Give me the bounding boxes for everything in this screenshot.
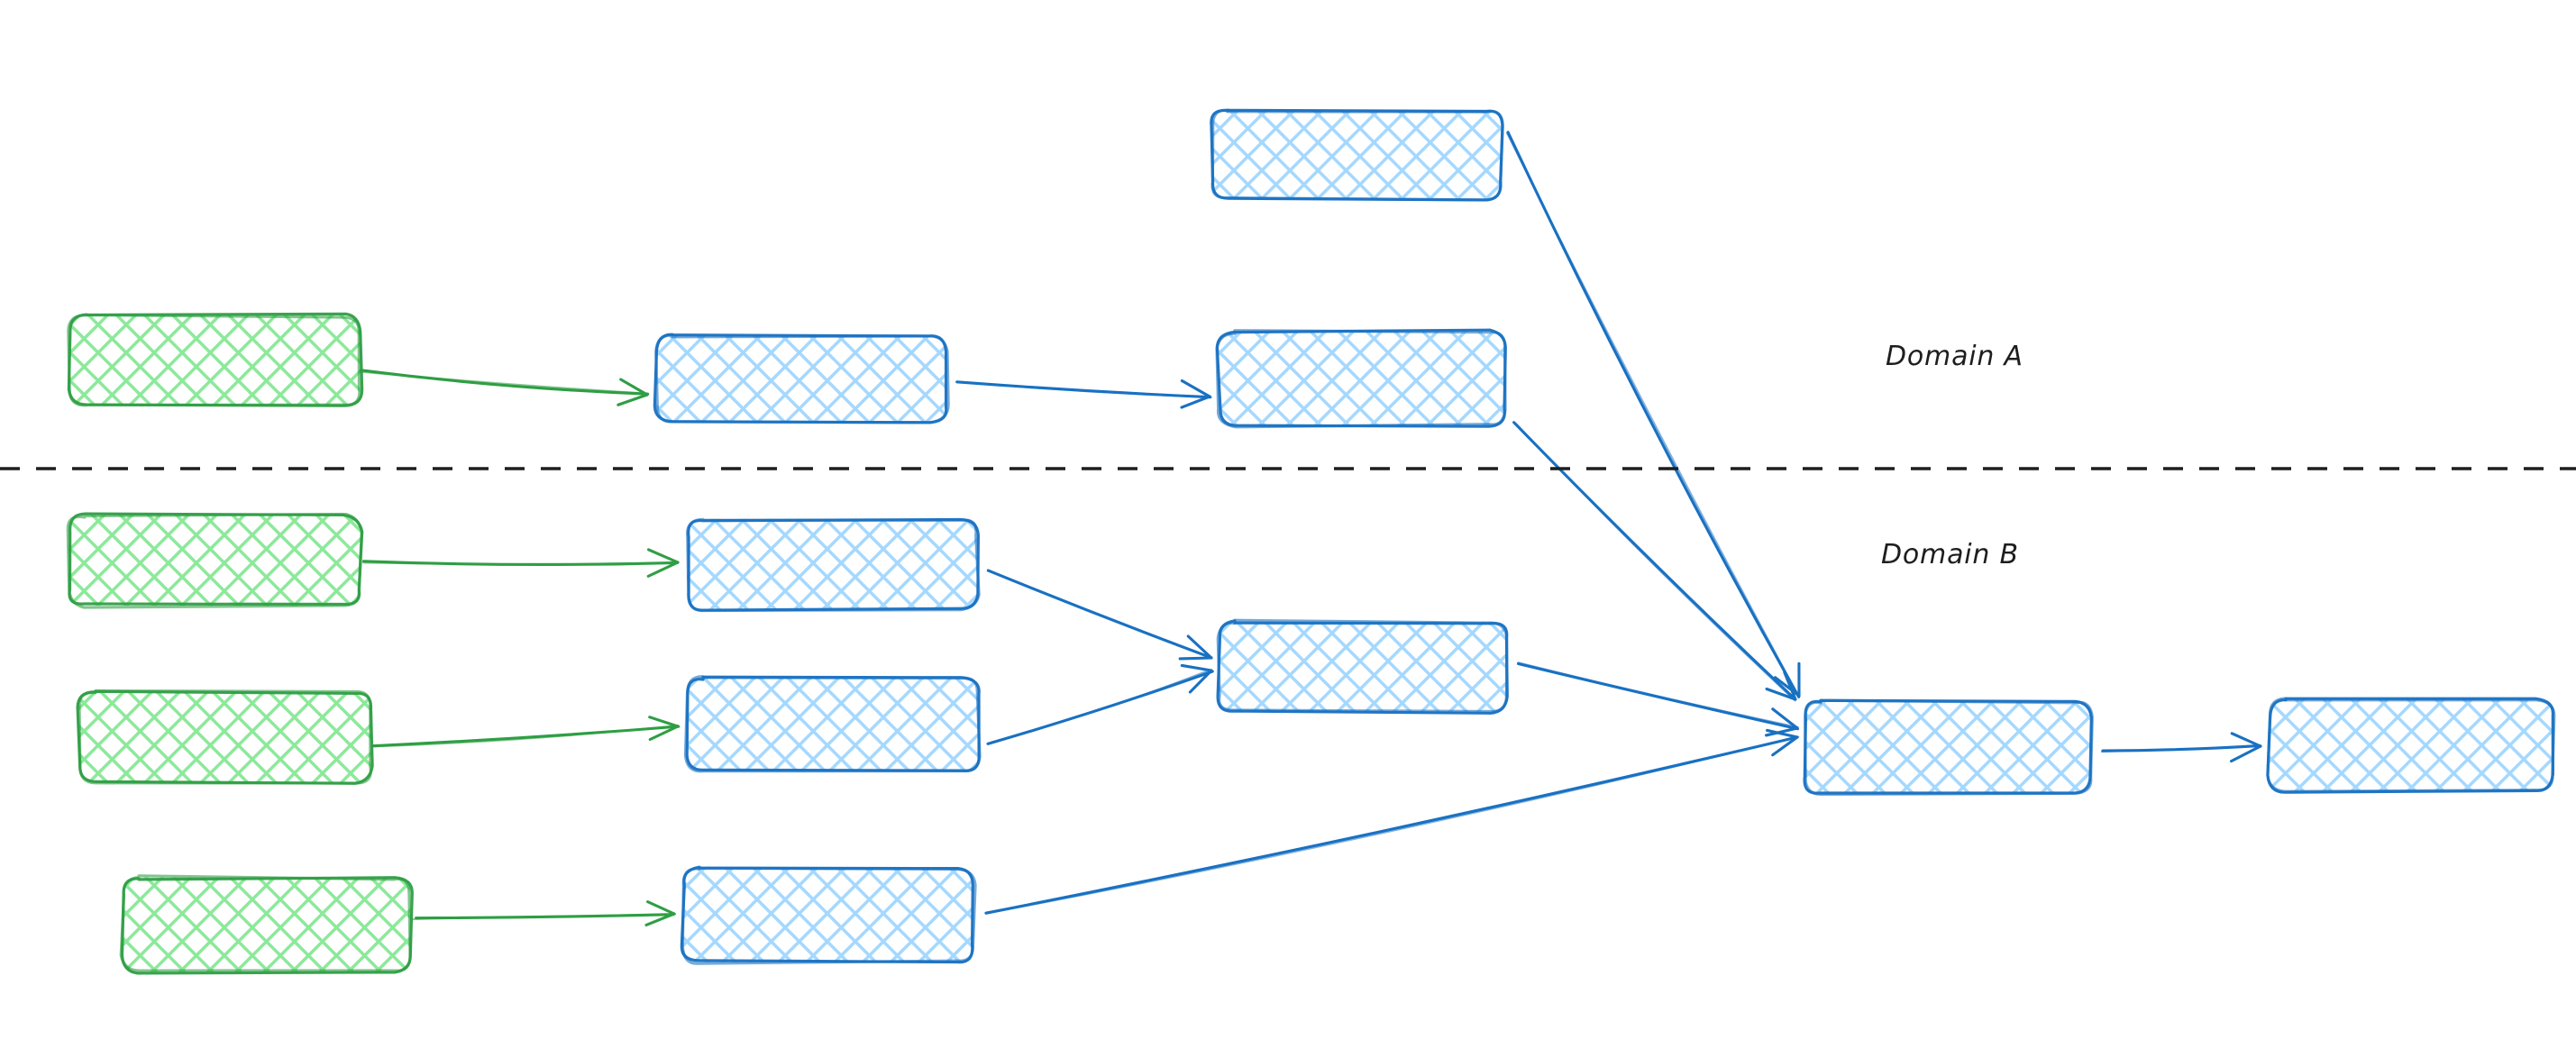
- node-b-blue-final[interactable]: [2266, 697, 2556, 794]
- node-a-top-blue[interactable]: [1210, 108, 1504, 202]
- node-fill: [68, 515, 361, 607]
- edge-arrowhead: [646, 548, 680, 564]
- node-fill: [682, 869, 974, 962]
- edge-line: [955, 380, 1210, 398]
- edge-arrowhead: [1188, 669, 1213, 694]
- edge-arrowhead: [1783, 670, 1797, 701]
- node-outline: [1215, 329, 1507, 429]
- edge-arrowhead: [1186, 634, 1213, 660]
- edge-arrowhead: [1180, 395, 1211, 409]
- edge-b-green-1-to-b-blue-1[interactable]: [361, 548, 680, 578]
- edge-line: [984, 735, 1798, 915]
- edge-line: [359, 370, 648, 395]
- node-outline: [1210, 108, 1504, 202]
- node-fill: [123, 877, 412, 972]
- edges-layer: [359, 131, 2262, 926]
- node-a-blue-1[interactable]: [653, 333, 950, 424]
- node-outline: [2266, 697, 2556, 793]
- edge-arrowhead: [646, 900, 676, 916]
- node-outline: [78, 689, 372, 785]
- node-fill: [78, 691, 372, 783]
- node-outline: [1804, 698, 2094, 797]
- node-b-blue-big[interactable]: [1803, 698, 2094, 797]
- node-fill: [1218, 332, 1506, 425]
- node-b-blue-1[interactable]: [685, 517, 981, 613]
- node-a-blue-2[interactable]: [1215, 328, 1507, 429]
- edge-line: [373, 724, 680, 748]
- edge-a-blue-1-to-a-blue-2[interactable]: [955, 379, 1212, 409]
- node-outline: [119, 874, 412, 972]
- edge-b-green-3-to-b-blue-3[interactable]: [412, 900, 677, 926]
- node-fill: [70, 315, 361, 406]
- edge-line: [1505, 132, 1800, 697]
- edge-a-green-1-to-a-blue-1[interactable]: [359, 369, 650, 406]
- node-outline: [654, 333, 950, 424]
- edge-arrowhead: [1180, 379, 1211, 398]
- edge-b-blue-1-to-b-blue-merge[interactable]: [986, 569, 1213, 661]
- node-fill: [686, 677, 980, 771]
- node-outline: [66, 512, 363, 609]
- edge-line: [984, 735, 1800, 915]
- node-b-blue-merge[interactable]: [1216, 618, 1509, 715]
- edge-arrowhead: [644, 912, 676, 926]
- node-outline: [681, 866, 977, 965]
- node-fill: [1804, 700, 2092, 794]
- node-b-blue-2[interactable]: [683, 675, 982, 773]
- node-fill: [686, 518, 978, 609]
- edge-line: [990, 669, 1211, 743]
- edge-arrowhead: [648, 725, 680, 742]
- node-outline: [67, 313, 361, 407]
- node-outline: [1216, 618, 1509, 714]
- node-a-green-1[interactable]: [67, 312, 364, 407]
- edge-line: [1506, 131, 1801, 698]
- edge-line: [1514, 422, 1796, 702]
- edge-arrowhead: [1771, 707, 1799, 730]
- domain-a-label: Domain A: [1886, 341, 2023, 372]
- edge-a-blue-2-to-b-blue-big[interactable]: [1512, 421, 1797, 702]
- node-b-green-3[interactable]: [119, 874, 414, 975]
- edge-line: [988, 570, 1213, 659]
- edge-b-green-2-to-b-blue-2[interactable]: [371, 716, 681, 748]
- edge-arrowhead: [648, 716, 680, 728]
- edge-line: [1512, 421, 1796, 700]
- nodes-layer: [66, 108, 2556, 975]
- node-fill: [1210, 109, 1503, 199]
- node-b-green-1[interactable]: [66, 512, 364, 609]
- edge-arrowhead: [1773, 676, 1801, 698]
- edge-arrowhead: [2230, 732, 2262, 748]
- edge-arrowhead: [619, 378, 649, 397]
- edge-arrowhead: [1180, 663, 1213, 672]
- edge-line: [1517, 661, 1799, 728]
- edge-b-blue-big-to-b-blue-final[interactable]: [2100, 732, 2262, 763]
- node-b-blue-3[interactable]: [680, 865, 977, 965]
- edge-a-top-blue-to-b-blue-big[interactable]: [1505, 131, 1801, 698]
- node-fill: [2269, 698, 2553, 791]
- edge-line: [362, 561, 679, 565]
- edge-arrowhead: [646, 561, 680, 578]
- edge-b-blue-merge-to-b-blue-big[interactable]: [1516, 661, 1800, 737]
- edge-b-blue-3-to-b-blue-big[interactable]: [984, 728, 1800, 915]
- edge-b-blue-2-to-b-blue-merge[interactable]: [986, 663, 1214, 745]
- edge-arrowhead: [617, 393, 649, 406]
- node-outline: [685, 517, 981, 613]
- node-fill: [655, 335, 947, 423]
- node-b-green-2[interactable]: [76, 689, 374, 785]
- node-fill: [1219, 621, 1508, 713]
- edge-arrowhead: [1178, 656, 1213, 661]
- edge-arrowhead: [1771, 735, 1799, 757]
- domain-b-label: Domain B: [1881, 539, 2019, 570]
- edge-line: [412, 913, 677, 920]
- edge-arrowhead: [2229, 744, 2262, 763]
- edge-arrowhead: [1766, 728, 1799, 739]
- edge-line: [2100, 745, 2261, 753]
- edge-arrowhead: [1765, 687, 1797, 701]
- edge-arrowhead: [1765, 726, 1799, 737]
- node-outline: [683, 675, 982, 773]
